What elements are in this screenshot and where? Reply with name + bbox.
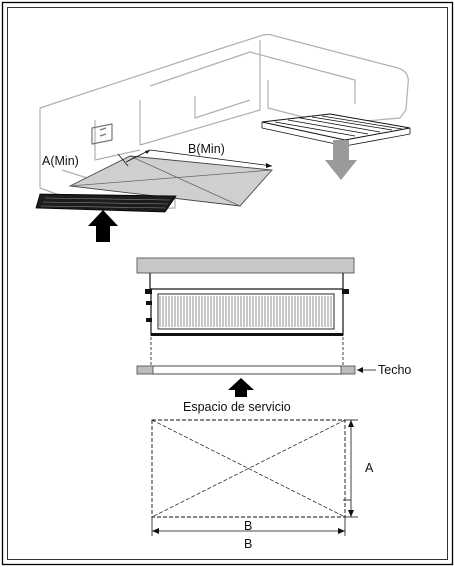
indoor-unit-front [145, 288, 349, 336]
dimension-b-inner-label: B [244, 519, 252, 533]
dimension-a-label: A [365, 461, 374, 475]
service-area-top [68, 155, 273, 207]
clearance-lines [150, 337, 344, 366]
b-min-label: B(Min) [188, 142, 225, 156]
a-min-label: A(Min) [42, 154, 79, 168]
duct-front-panel [94, 120, 141, 161]
dimension-b [151, 517, 346, 536]
service-space-label: Espacio de servicio [183, 400, 291, 414]
service-access-arrow [228, 378, 254, 397]
isometric-unit [39, 33, 409, 211]
return-grille [35, 193, 177, 213]
return-airflow-arrow [88, 210, 118, 242]
service-space-plan [151, 419, 346, 518]
service-area-diagonal-1 [69, 169, 273, 187]
dimension-a [343, 419, 358, 518]
supply-airflow-arrow [325, 140, 357, 180]
coil-fins [159, 296, 332, 327]
service-area-diagonal-2 [129, 155, 241, 207]
duct-front-face [139, 78, 261, 146]
pipe-stub-2 [146, 318, 152, 322]
duct-top-outline [39, 33, 409, 150]
ceiling-slab [136, 257, 355, 274]
ceiling-label: Techo [378, 363, 411, 377]
ceiling-leader-arrow [357, 367, 363, 373]
ceiling-line [136, 365, 356, 375]
duct-left-side [39, 150, 63, 197]
pipe-stub-1 [146, 301, 152, 305]
top-dimensions [117, 149, 273, 168]
electrical-box-detail [99, 127, 107, 137]
duct-inner-edge [194, 96, 251, 119]
inner-frame [7, 7, 448, 560]
b-min-dimension-line [149, 149, 273, 167]
a-min-tick [117, 153, 129, 167]
electrical-box [91, 123, 113, 145]
dimension-b-outer-label: B [244, 537, 252, 551]
duct-ridge [149, 51, 356, 104]
